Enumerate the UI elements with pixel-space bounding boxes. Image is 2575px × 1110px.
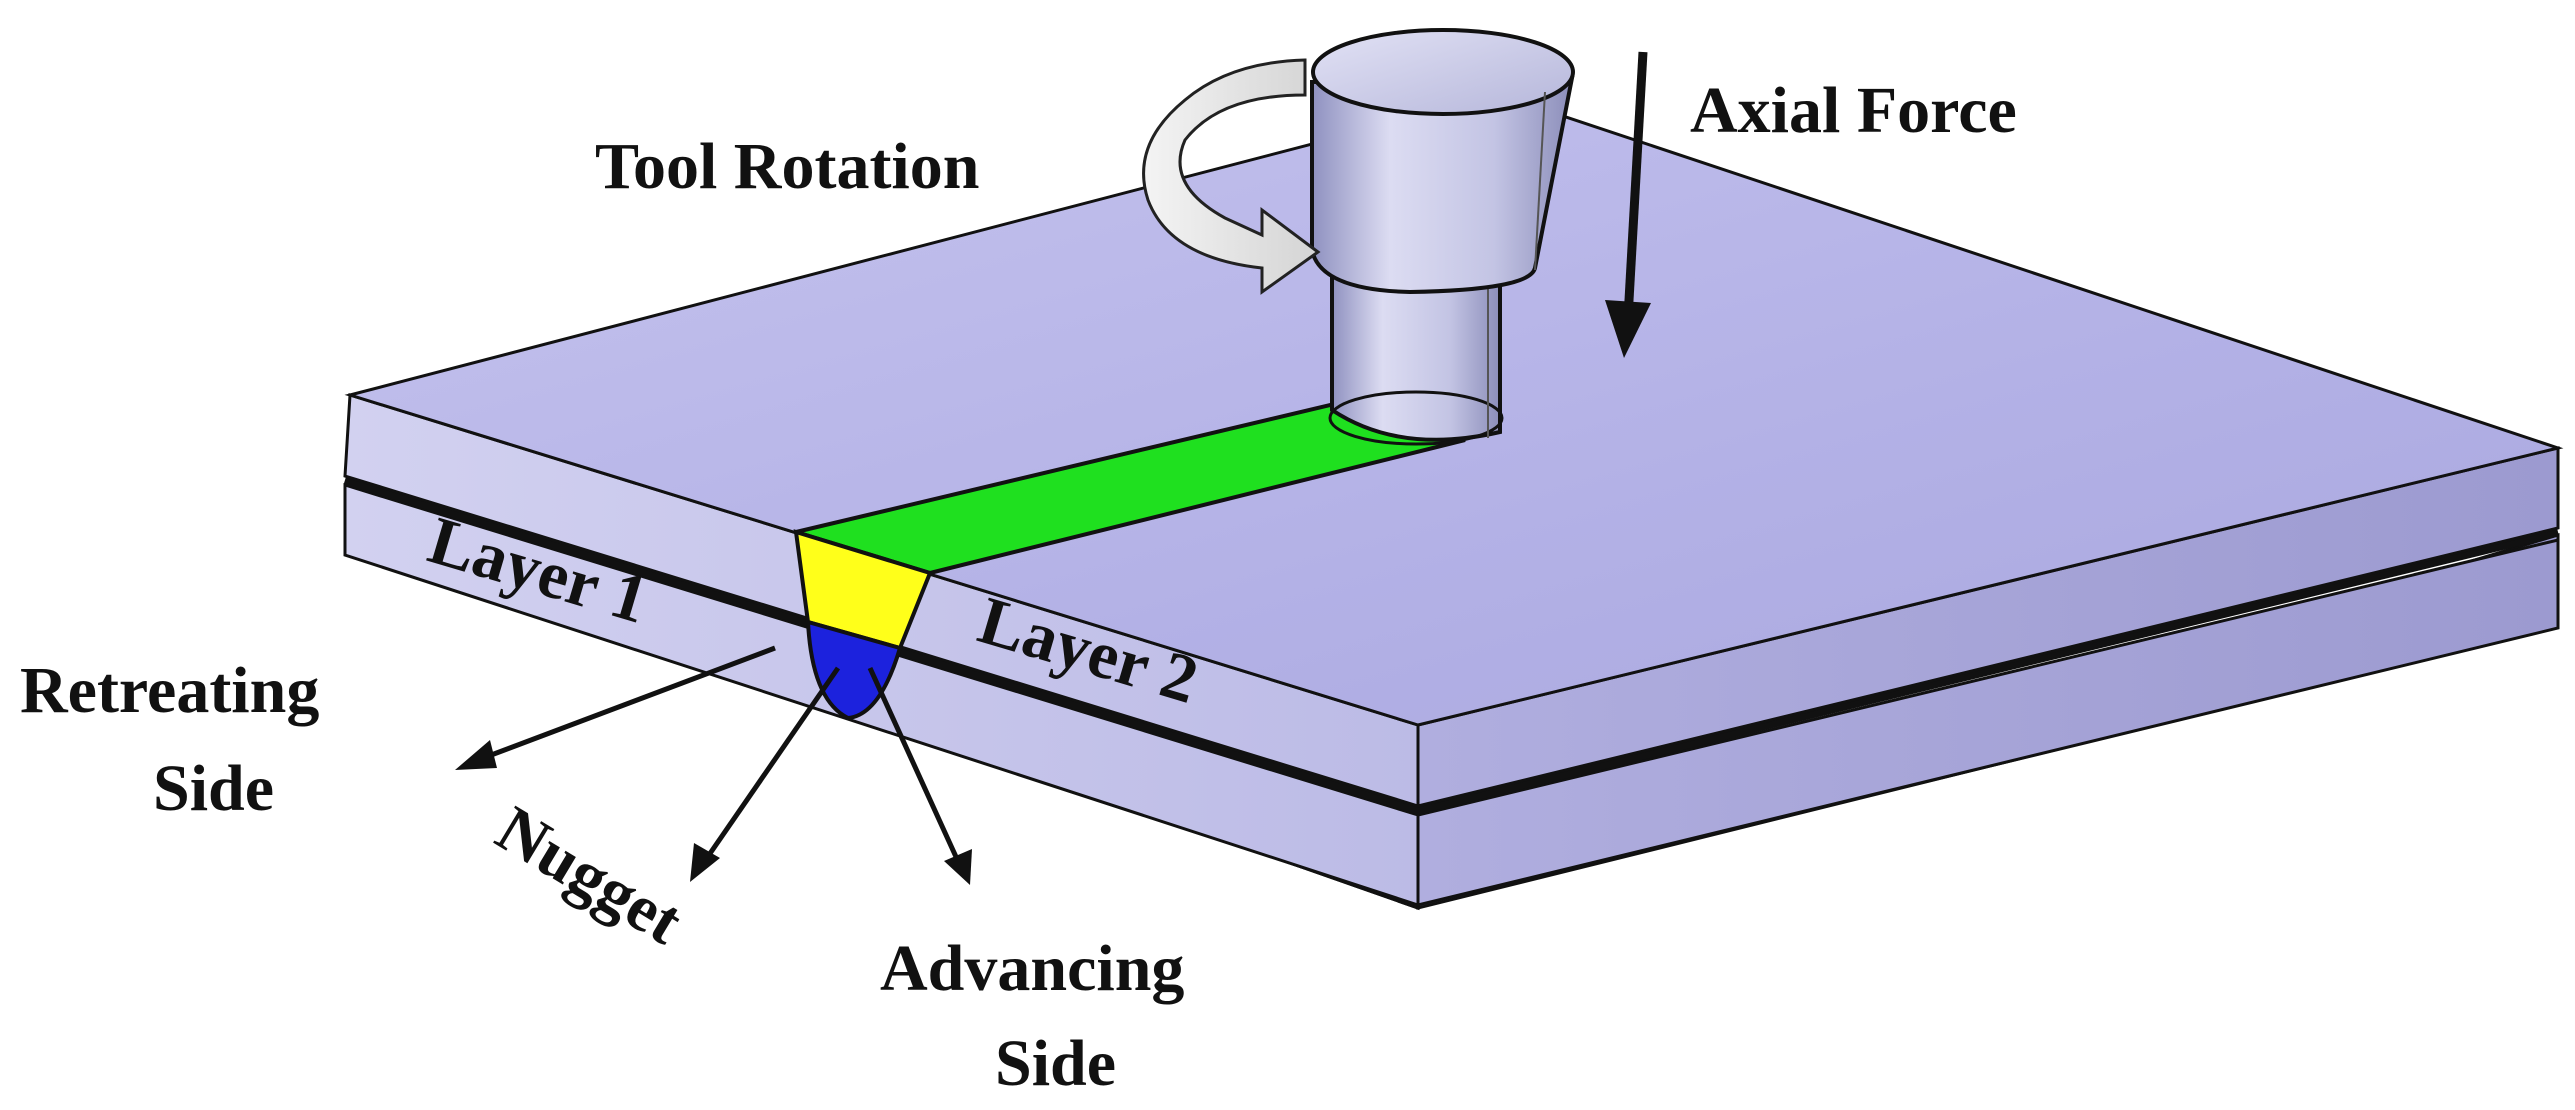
retreating-label-line1: Retreating [20,654,319,727]
advancing-arrow [867,666,965,872]
tool-top-face [1311,28,1575,116]
advancing-label-line1: Advancing [880,932,1184,1005]
rotation-arrow [1142,58,1321,295]
nugget-arrow [697,666,841,870]
tool-pin-base [1328,390,1504,446]
retreating-arrow [469,645,776,766]
plate-gap-line [343,475,2560,815]
nugget-region [805,619,903,721]
axial-force-arrow [1605,51,1651,358]
stir-zone [793,529,933,721]
tool-shoulder [1310,75,1575,295]
callout-arrows [455,645,972,885]
tool-pin [1330,267,1502,442]
tool-rotation-label: Tool Rotation [595,130,979,203]
retreating-label-line2: Side [153,752,274,825]
axial-force-label: Axial Force [1690,74,2017,147]
layer2-right-face [1416,538,2560,907]
advancing-label-line2: Side [995,1027,1116,1100]
nugget-label: Nugget [484,792,694,958]
welding-tool [1310,28,1575,446]
